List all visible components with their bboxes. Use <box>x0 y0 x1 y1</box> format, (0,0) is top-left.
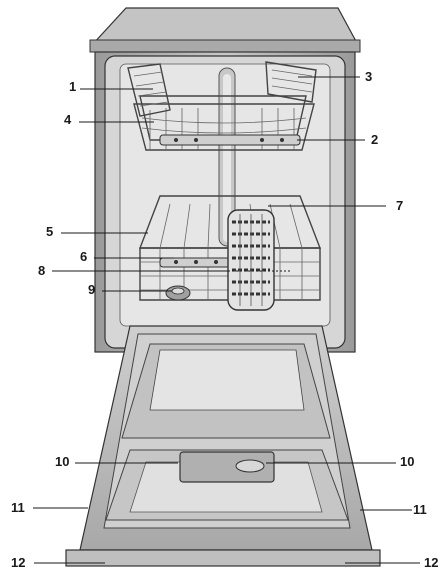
callout-labels: 1 2 3 4 5 6 7 8 9 10 10 11 11 12 12 <box>11 69 438 570</box>
upper-spray-arm <box>159 134 301 146</box>
callout-12-right: 12 <box>424 555 438 570</box>
lower-basket <box>138 195 322 311</box>
upper-basket <box>127 61 317 151</box>
water-pipe <box>218 67 236 247</box>
kickplate <box>65 549 381 567</box>
callout-10-right: 10 <box>400 454 414 469</box>
callout-2: 2 <box>371 132 378 147</box>
lower-spray-arm <box>159 257 231 268</box>
cup-shelf-left <box>127 63 171 117</box>
callout-8: 8 <box>38 263 45 278</box>
callout-3: 3 <box>365 69 372 84</box>
cabinet-top-edge <box>89 39 361 53</box>
cutlery-basket <box>227 209 275 311</box>
callout-4: 4 <box>64 112 72 127</box>
callout-11-left: 11 <box>11 500 25 515</box>
callout-12-left: 12 <box>11 555 25 570</box>
callout-6: 6 <box>80 249 87 264</box>
callout-10-left: 10 <box>55 454 69 469</box>
filter <box>165 285 191 301</box>
cabinet-top <box>90 7 360 46</box>
callout-7: 7 <box>396 198 403 213</box>
leader-lines <box>33 76 420 564</box>
cup-shelf-right <box>265 61 317 103</box>
detergent-dispenser <box>179 451 275 483</box>
door <box>65 325 381 567</box>
callout-1: 1 <box>69 79 76 94</box>
callout-11-right: 11 <box>413 502 427 517</box>
callout-5: 5 <box>46 224 53 239</box>
door-recess-inner <box>149 349 305 411</box>
callout-9: 9 <box>88 282 95 297</box>
